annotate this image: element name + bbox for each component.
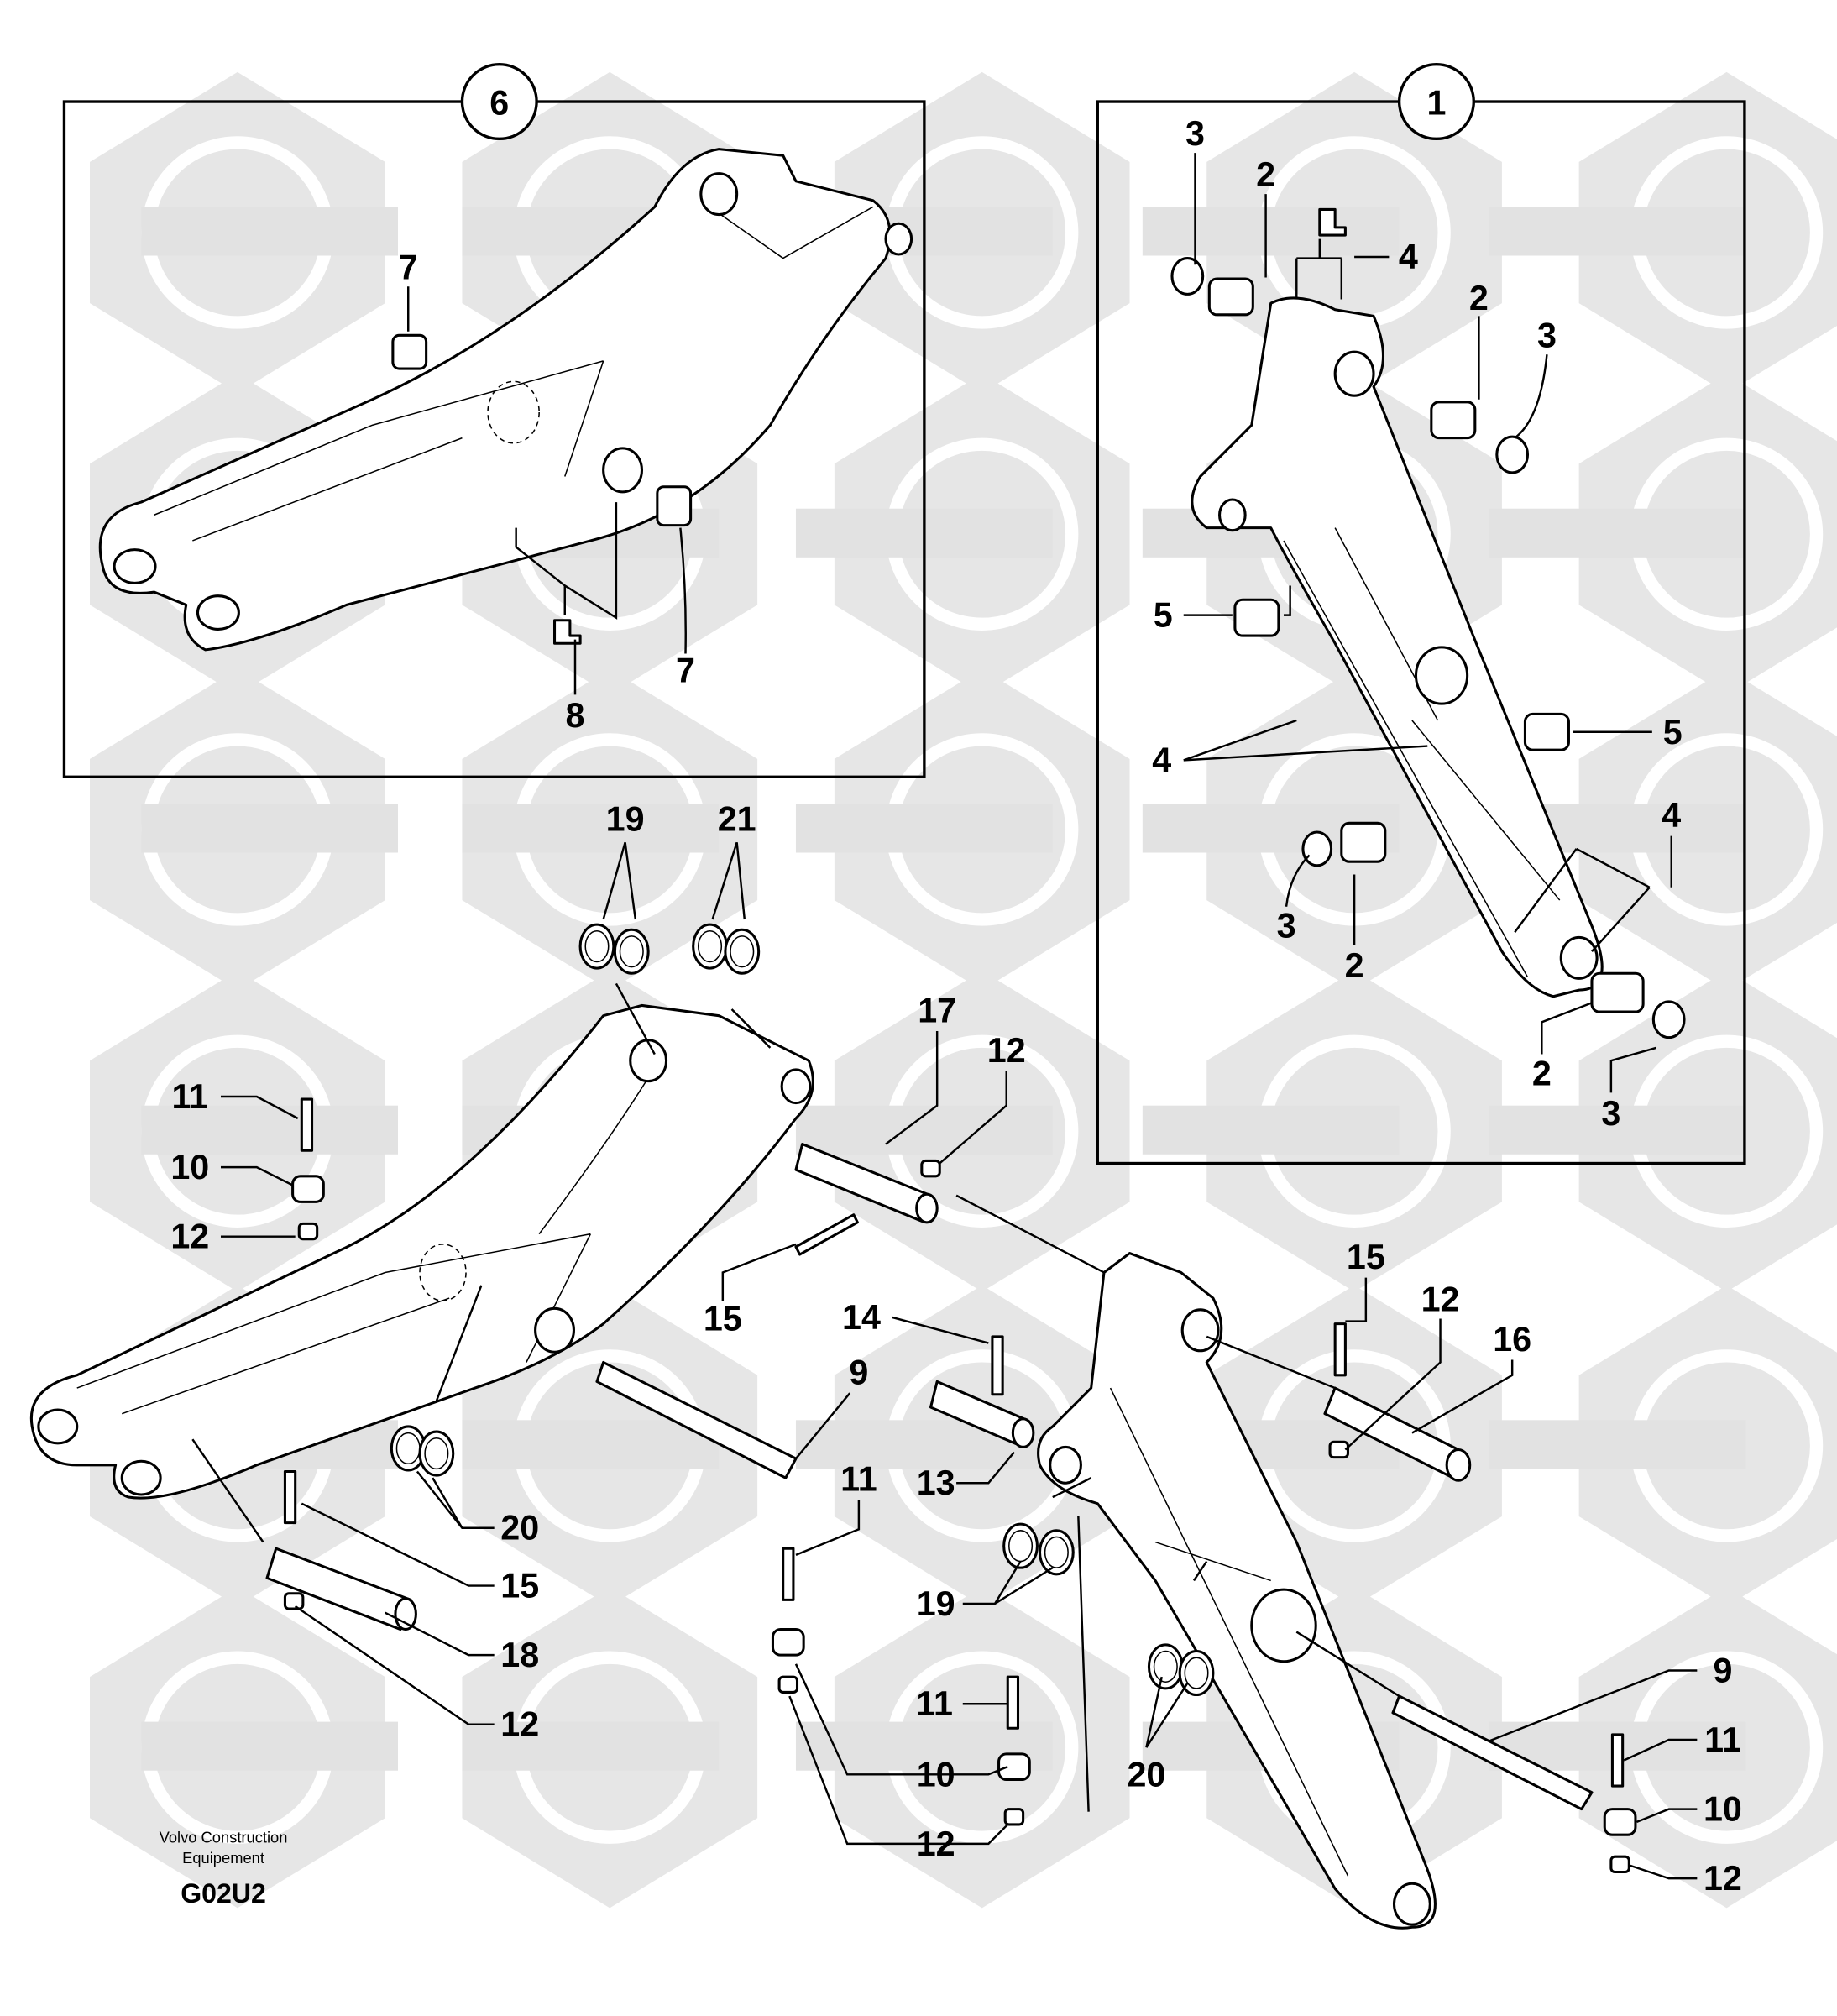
callout-number: 19: [917, 1584, 955, 1623]
watermark-band: [141, 207, 398, 256]
callout-number-group-1: 2: [1256, 155, 1275, 194]
callout-number: 10: [917, 1755, 955, 1793]
callout-number: 10: [1704, 1790, 1742, 1829]
callout-number: 9: [1713, 1651, 1732, 1689]
watermark-band: [1489, 1420, 1746, 1469]
callout-number: 14: [842, 1298, 881, 1337]
callout-number: 10: [170, 1148, 209, 1186]
watermark-band: [462, 1721, 720, 1771]
callout-number: 15: [1347, 1238, 1385, 1276]
watermark-band: [1142, 207, 1400, 256]
callout-number: 20: [1127, 1755, 1165, 1793]
arm-drawing-group-1: [1170, 153, 1686, 1093]
watermark-band: [141, 1721, 398, 1771]
callout-number: 12: [1704, 1859, 1742, 1898]
callout-number: 11: [840, 1460, 877, 1499]
callout-number-group-1: 2: [1345, 946, 1364, 985]
diagram-code: G02U2: [181, 1878, 266, 1909]
callout-number: 9: [849, 1354, 868, 1392]
callout-number: 12: [987, 1031, 1026, 1070]
group-1-box: 1: [1096, 63, 1746, 1165]
callout-number-group-6: 8: [566, 696, 585, 735]
callout-number-group-1: 4: [1152, 741, 1171, 779]
group-6-box: 6: [62, 63, 926, 778]
callout-number-group-1: 3: [1601, 1094, 1620, 1133]
callout-number: 16: [1493, 1320, 1531, 1359]
watermark-band: [1489, 207, 1746, 256]
callout-number: 13: [917, 1464, 955, 1502]
footer-block: Volvo Construction Equipement G02U2: [160, 1828, 288, 1909]
callout-number: 11: [1704, 1720, 1741, 1759]
callout-number-group-6: 7: [676, 651, 695, 689]
watermark-band: [1489, 508, 1746, 558]
callout-number-group-1: 5: [1663, 713, 1683, 751]
callout-number: 12: [1421, 1280, 1460, 1319]
group-1-id: 1: [1426, 84, 1446, 123]
watermark-band: [462, 1420, 720, 1469]
watermark-band: [462, 804, 720, 853]
callout-number-group-1: 4: [1399, 238, 1418, 276]
callout-number-group-1: 3: [1185, 114, 1205, 153]
watermark-band: [795, 1105, 1053, 1155]
callout-number: 17: [918, 992, 956, 1030]
callout-number-group-1: 4: [1662, 796, 1681, 835]
callout-number: 11: [916, 1684, 953, 1723]
watermark-band: [795, 804, 1053, 853]
callout-number: 19: [606, 800, 645, 839]
callout-number-group-1: 5: [1154, 596, 1173, 635]
maker-line-2: Equipement: [182, 1849, 264, 1867]
callout-number: 20: [500, 1509, 539, 1547]
watermark-band: [141, 1105, 398, 1155]
watermark-band: [141, 804, 398, 853]
callout-number-group-1: 2: [1532, 1054, 1552, 1092]
callout-number-group-6: 7: [399, 248, 418, 286]
callout-number-group-1: 2: [1469, 279, 1489, 317]
boom-drawing-group-6: [98, 148, 913, 695]
watermark-band: [1489, 1105, 1746, 1155]
callout-number: 12: [917, 1825, 955, 1863]
callout-number: 15: [704, 1300, 742, 1338]
maker-line-1: Volvo Construction: [160, 1828, 288, 1846]
callout-number: 12: [170, 1217, 209, 1256]
callout-number-group-1: 3: [1277, 907, 1296, 945]
callout-number-group-1: 3: [1537, 316, 1557, 354]
callout-labels: 7 7 8 3 2 4 2 3 5 5 4 4 3 2 2 3 19 21 17 12 11 10 12 15 14 9 15 12 1…: [170, 114, 1742, 1898]
callout-number: 15: [500, 1567, 539, 1605]
callout-number: 18: [500, 1636, 539, 1674]
callout-number: 11: [171, 1077, 208, 1116]
callout-number: 21: [718, 800, 756, 839]
watermark-band: [1142, 1105, 1400, 1155]
group-6-id: 6: [489, 84, 509, 123]
main-assembly-drawing: [29, 841, 1698, 1930]
callout-number: 12: [500, 1705, 539, 1744]
